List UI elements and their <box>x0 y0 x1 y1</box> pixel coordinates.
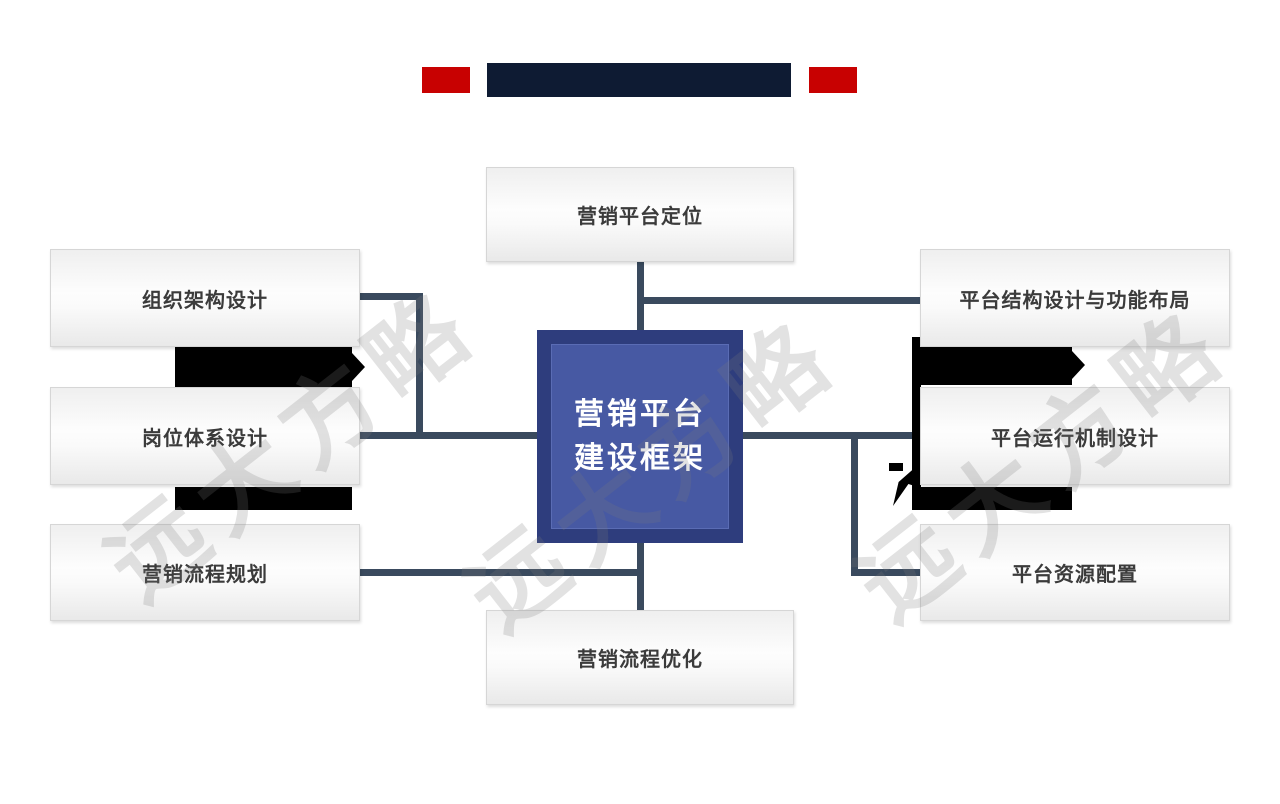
connector-topright-horizontal <box>640 297 920 304</box>
node-label: 平台结构设计与功能布局 <box>959 289 1191 312</box>
connector-left-elbow-horizontal <box>360 293 423 300</box>
redaction-small-dash <box>889 463 903 471</box>
connector-leftmid-horizontal <box>360 432 538 439</box>
node-position-system-design: 岗位体系设计 <box>50 387 360 485</box>
redaction-right-lower-bar <box>920 487 1072 510</box>
node-label: 岗位体系设计 <box>142 427 268 450</box>
center-node-line2: 建设框架 <box>574 441 706 475</box>
redacted-title-bar <box>487 63 791 97</box>
node-label: 营销流程规划 <box>142 564 268 586</box>
connector-left-elbow-vertical <box>416 293 423 439</box>
node-process-planning: 营销流程规划 <box>50 524 360 621</box>
connector-right-branch-vertical <box>851 435 858 576</box>
connector-top-vertical <box>637 262 644 330</box>
node-process-optimization: 营销流程优化 <box>486 610 794 705</box>
node-label: 营销流程优化 <box>577 649 703 671</box>
connector-bottomright-horizontal <box>851 569 920 576</box>
title-right-accent-block <box>809 67 857 93</box>
redaction-right-arrow-tip <box>1072 351 1085 379</box>
redaction-left-arrow-body <box>175 347 352 388</box>
node-org-structure-design: 组织架构设计 <box>50 249 360 347</box>
center-node-frame: 营销平台 建设框架 <box>537 330 743 543</box>
node-operation-mechanism-design: 平台运行机制设计 <box>920 387 1230 485</box>
connector-bottom-vertical <box>637 540 644 611</box>
center-node: 营销平台 建设框架 <box>551 344 729 529</box>
title-left-accent-block <box>422 67 470 93</box>
node-label: 营销平台定位 <box>577 206 703 228</box>
node-label: 组织架构设计 <box>142 289 268 312</box>
redaction-right-vertical-bar <box>912 337 921 510</box>
redaction-left-lower-bar <box>175 487 352 510</box>
connector-rightmid-horizontal <box>743 432 920 439</box>
node-label: 平台资源配置 <box>1012 564 1138 586</box>
center-node-line1: 营销平台 <box>574 398 706 431</box>
redaction-right-arrow-body <box>920 347 1072 385</box>
node-platform-positioning: 营销平台定位 <box>486 167 794 262</box>
node-structure-function-layout: 平台结构设计与功能布局 <box>920 249 1230 347</box>
node-label: 平台运行机制设计 <box>991 427 1159 450</box>
redaction-left-arrow-tip <box>352 353 365 381</box>
node-resource-allocation: 平台资源配置 <box>920 524 1230 621</box>
connector-bottomleft-horizontal <box>360 569 644 576</box>
